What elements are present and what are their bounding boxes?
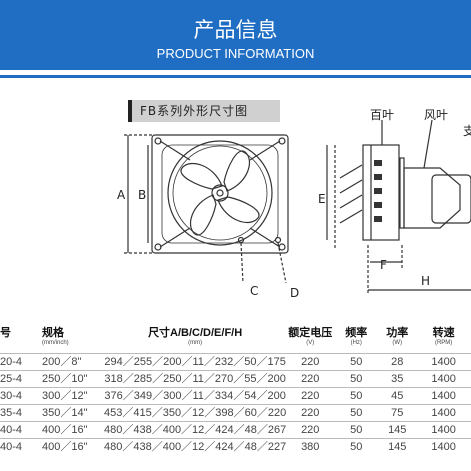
cell-voltage: 220 [286,387,335,405]
cell-dims: 318／285／250／11／270／55／200 [104,370,287,388]
cell-frequency: 50 [334,370,379,388]
cell-dims: 480／438／400／12／424／48／227 [104,438,287,455]
table-row: 20-4 200／8" 294／255／200／11／232／50／175 22… [0,353,471,371]
label-cut: 支 [463,124,471,138]
cell-voltage: 220 [286,370,335,388]
cell-model: 35-4 [0,404,24,422]
label-louver: 百叶 [370,108,395,122]
table-row: 35-4 350／14" 453／415／350／12／398／60／220 2… [0,404,471,422]
cell-frequency: 50 [334,421,379,439]
label-f: F [380,258,387,272]
fan-dimension-diagram [124,119,471,295]
cell-model: 40-4 [0,438,24,455]
cell-frequency: 50 [334,387,379,405]
cell-size: 300／12" [24,387,104,405]
cell-power: 28 [378,353,417,371]
cell-speed: 1400 [416,404,471,422]
page-title: 产品信息 [193,18,278,42]
cell-speed: 1400 [416,421,471,439]
label-e: E [318,192,326,206]
cell-power: 145 [378,438,417,455]
header-speed: 转速(RPM) [432,327,455,346]
table-header-row: 号 规格(mm/inch) 尺寸A/B/C/D/E/F/H(mm) 额定电压(V… [0,327,471,354]
cell-model: 20-4 [0,353,24,371]
cell-speed: 1400 [416,353,471,371]
cell-size: 250／10" [24,370,104,388]
cell-power: 145 [378,421,417,439]
cell-power: 75 [378,404,417,422]
cell-speed: 1400 [416,370,471,388]
cell-voltage: 380 [286,438,335,455]
label-b: B [138,188,147,202]
label-a: A [117,188,126,202]
cell-dims: 453／415／350／12／398／60／220 [104,404,287,422]
cell-dims: 480／438／400／12／424／48／267 [104,421,287,439]
divider [0,70,471,75]
front-frame [151,134,289,254]
header-size: 规格(mm/inch) [42,327,69,346]
header-frequency: 频率(Hz) [345,327,368,346]
cell-model: 30-4 [0,387,24,405]
label-d: D [290,286,300,300]
page-subtitle: PRODUCT INFORMATION [156,46,315,61]
table-row: 25-4 250／10" 318／285／250／11／270／55／200 2… [0,370,471,388]
label-h: H [421,274,431,288]
table-row: 40-4 400／16" 480／438／400／12／424／48／267 2… [0,421,471,439]
header-model: 号 [0,327,11,339]
cell-model: 25-4 [0,370,24,388]
label-c: C [250,284,259,298]
cell-dims: 294／255／200／11／232／50／175 [104,353,287,371]
header-banner: 产品信息 PRODUCT INFORMATION [0,0,471,70]
cell-size: 400／16" [24,438,104,455]
cell-voltage: 220 [286,353,335,371]
cell-power: 45 [378,387,417,405]
header-voltage: 额定电压(V) [288,327,333,346]
table-row: 40-4 400／16" 480／438／400／12／424／48／227 3… [0,438,471,455]
cell-size: 200／8" [24,353,104,371]
divider-blue [0,75,471,78]
label-blade: 风叶 [424,108,449,122]
cell-voltage: 220 [286,404,335,422]
cell-frequency: 50 [334,438,379,455]
cell-speed: 1400 [416,438,471,455]
cell-speed: 1400 [416,387,471,405]
fan-ring [167,140,273,246]
cell-frequency: 50 [334,404,379,422]
spec-table: 号 规格(mm/inch) 尺寸A/B/C/D/E/F/H(mm) 额定电压(V… [0,327,471,455]
cell-frequency: 50 [334,353,379,371]
table-row: 30-4 300／12" 376／349／300／11／334／54／200 2… [0,387,471,405]
cell-size: 350／14" [24,404,104,422]
diagram-title: FB系列外形尺寸图 [128,100,280,122]
cell-power: 35 [378,370,417,388]
cell-size: 400／16" [24,421,104,439]
header-power: 功率(W) [386,327,409,346]
cell-voltage: 220 [286,421,335,439]
header-dims: 尺寸A/B/C/D/E/F/H(mm) [148,327,243,346]
cell-dims: 376／349／300／11／334／54／200 [104,387,287,405]
cell-model: 40-4 [0,421,24,439]
